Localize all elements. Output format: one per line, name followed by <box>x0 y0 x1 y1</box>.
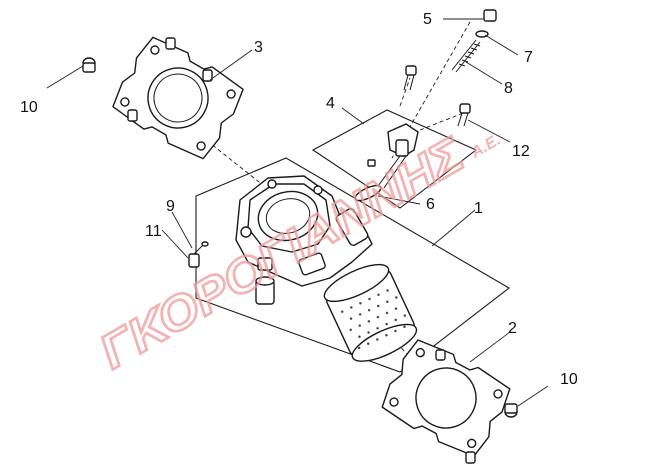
callout-8: 8 <box>504 80 513 97</box>
callout-6: 6 <box>426 196 435 213</box>
tensioner-gasket-6 <box>354 184 382 202</box>
callout-7: 7 <box>524 49 533 66</box>
callout-1: 1 <box>474 200 483 217</box>
callout-9: 9 <box>166 198 175 215</box>
coolant-fitting <box>255 276 275 305</box>
assembly-frame-1 <box>195 157 510 373</box>
callout-5: 5 <box>423 11 432 28</box>
dowel-pins-top <box>127 37 213 122</box>
callout-2: 2 <box>508 320 517 337</box>
piston-perforation-pattern <box>341 289 406 350</box>
cylinder-block <box>235 175 373 287</box>
stud-8 <box>451 39 481 73</box>
callout-3: 3 <box>254 39 263 56</box>
dowel-pin-10-top <box>82 57 96 73</box>
bolt-tensioner-top <box>403 65 417 91</box>
company-watermark: ΓΚΟΡΟΓΙΑΝΝΗΣ A.E. <box>90 126 504 380</box>
leader-lines <box>46 18 549 407</box>
callout-12: 12 <box>512 143 530 160</box>
axis-line-bolt-4 <box>399 77 411 107</box>
callout-4: 4 <box>326 95 335 112</box>
piston-cylinder <box>323 263 418 362</box>
axis-line-bolt-12 <box>419 111 467 131</box>
drain-bolt-9-11 <box>188 241 209 268</box>
bolt-12 <box>457 103 471 127</box>
callout-10-bottom: 10 <box>560 371 578 388</box>
dowel-pins-bottom <box>435 349 476 464</box>
bolt-5 <box>483 9 497 22</box>
dowel-pin-10-bottom <box>504 403 518 418</box>
cylinder-base-gasket <box>381 339 511 457</box>
callout-10-top: 10 <box>20 99 38 116</box>
callout-11: 11 <box>145 223 162 240</box>
cam-chain-tensioner <box>367 123 419 189</box>
cylinder-head-gasket <box>112 36 244 160</box>
axis-line-stud <box>391 21 471 159</box>
